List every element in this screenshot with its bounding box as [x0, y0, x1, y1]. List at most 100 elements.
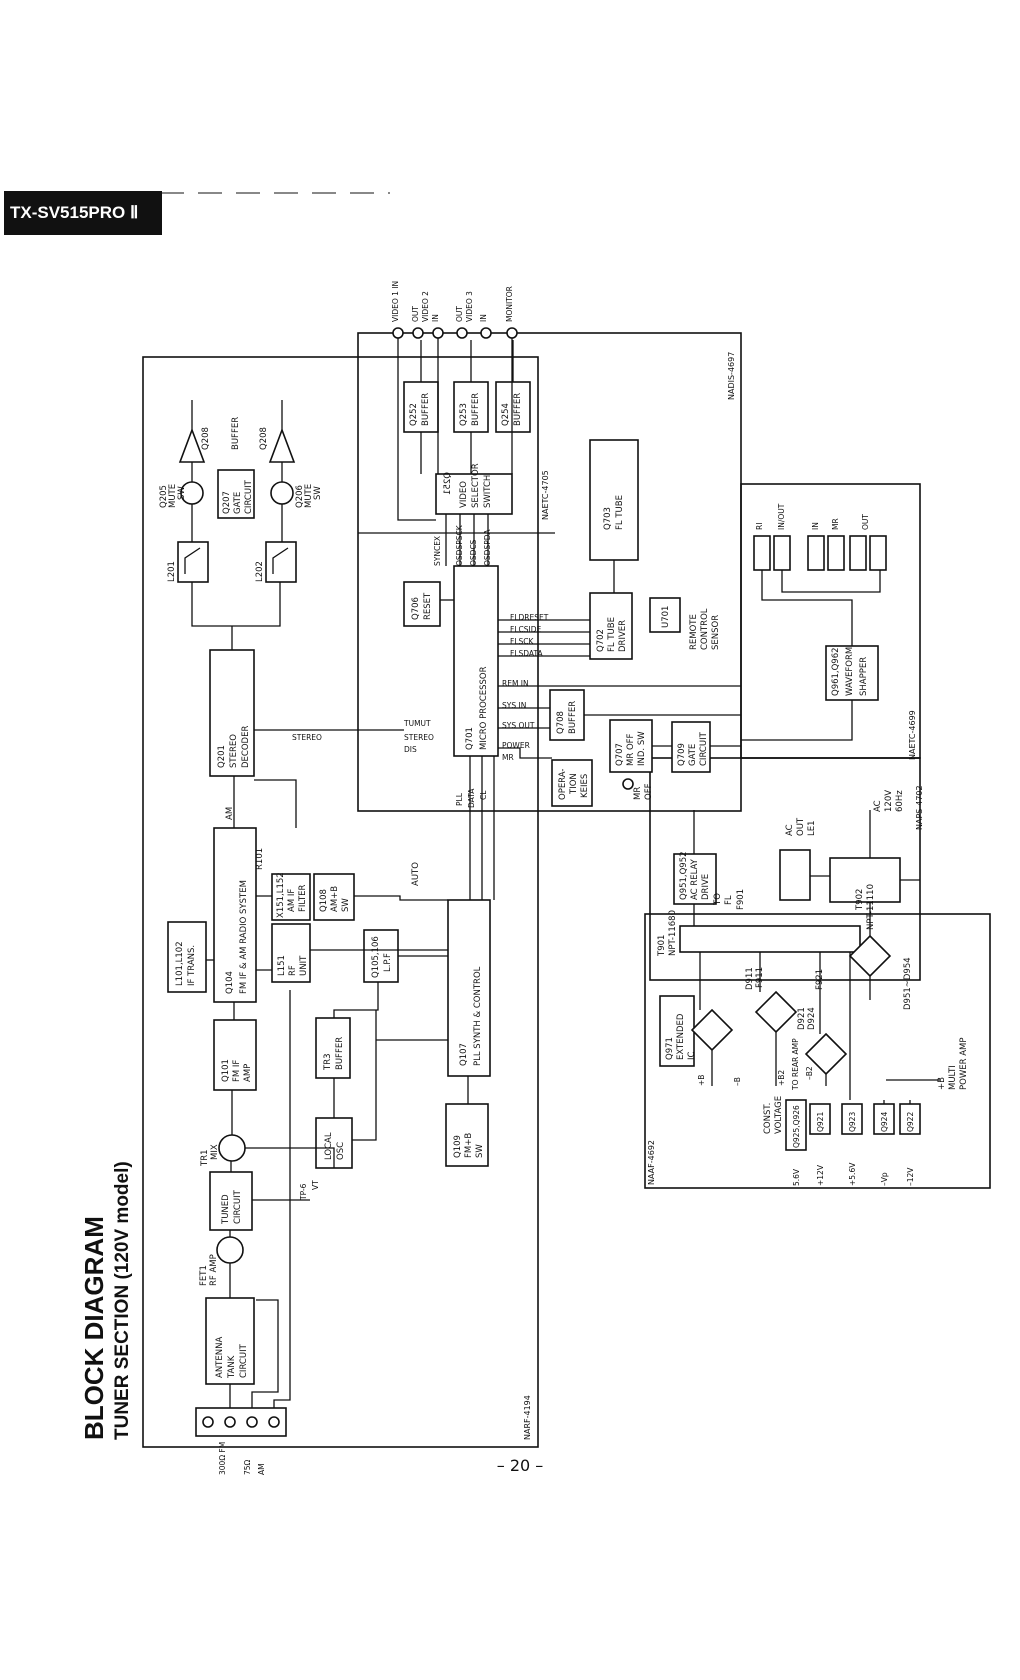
left-signal-labels: TUMUT STEREO DIS STEREO: [292, 719, 434, 754]
svg-text:TANK: TANK: [227, 1355, 237, 1379]
q207-gate-circuit-block: [217, 469, 255, 519]
svg-text:Q702: Q702: [596, 629, 606, 652]
board-naaf-frame: [644, 913, 991, 1189]
svg-text:TUMUT: TUMUT: [403, 719, 431, 728]
svg-text:FL TUBE: FL TUBE: [607, 617, 617, 652]
board-naps-frame: [649, 757, 921, 981]
u701-remote-sensor-block: [649, 597, 681, 633]
svg-text:POWER: POWER: [502, 741, 530, 750]
svg-text:MIX: MIX: [210, 1144, 220, 1160]
svg-text:TR1: TR1: [200, 1149, 210, 1167]
svg-text:–12V: –12V: [906, 1167, 915, 1186]
svg-text:+B2: +B2: [777, 1070, 786, 1086]
io-signal-labels: REM IN SYS IN SYS OUT POWER MR: [502, 679, 535, 762]
t901-transformer: [679, 925, 861, 953]
svg-text:OFF: OFF: [644, 783, 654, 800]
svg-text:IN: IN: [479, 314, 488, 322]
svg-text:DATA: DATA: [467, 788, 476, 808]
x151-am-if-filter-block: [271, 873, 311, 921]
svg-text:Q252: Q252: [409, 403, 419, 426]
svg-text:OUT: OUT: [796, 817, 806, 836]
svg-text:FM IF & AM RADIO SYSTEM: FM IF & AM RADIO SYSTEM: [239, 880, 249, 994]
svg-text:CONTROL: CONTROL: [700, 608, 710, 650]
power-rail-labels: +B –B +B2 –B2 TO REAR AMP: [697, 1038, 814, 1091]
svg-text:MUTE: MUTE: [168, 484, 178, 508]
svg-text:PLL: PLL: [455, 792, 464, 806]
svg-text:T902: T902: [855, 889, 865, 911]
board-label-naetc-4699: NAETC-4699: [908, 710, 917, 760]
svg-text:MICRO PROCESSOR: MICRO PROCESSOR: [479, 666, 489, 750]
osd-signal-labels: SYNCEX OSDSPSCK OSDCS OSDSPDA: [433, 524, 492, 566]
svg-text:D924: D924: [807, 1007, 817, 1030]
svg-text:Q201: Q201: [217, 745, 227, 768]
svg-text:GATE: GATE: [688, 744, 698, 766]
svg-text:NPT-11680: NPT-11680: [668, 910, 678, 956]
svg-text:REM IN: REM IN: [502, 679, 529, 688]
terminal-75: 75Ω: [243, 1459, 252, 1475]
svg-text:T901: T901: [657, 935, 667, 957]
svg-text:Q951,Q952: Q951,Q952: [679, 851, 689, 900]
board-label-naaf: NAAF-4692: [647, 1140, 656, 1185]
svg-text:Q108: Q108: [319, 889, 329, 912]
svg-text:DIS: DIS: [404, 745, 417, 754]
svg-text:RESET: RESET: [423, 592, 433, 620]
rear-panel-jacks: RI IN/OUT IN MR OUT: [753, 503, 887, 571]
svg-text:SENSOR: SENSOR: [711, 615, 721, 650]
svg-text:EXTENDED: EXTENDED: [676, 1013, 686, 1060]
terminal-am: AM: [257, 1463, 266, 1475]
q208-amp-b: [268, 427, 296, 463]
ac-outlet: [779, 849, 811, 901]
svg-text:VIDEO: VIDEO: [459, 481, 469, 508]
svg-text:Q924: Q924: [880, 1112, 889, 1132]
svg-text:Q205: Q205: [159, 485, 169, 508]
diagram-subtitle: TUNER SECTION (120V model): [112, 1161, 133, 1440]
l151-rf-unit-block: [271, 923, 311, 983]
svg-text:Q107: Q107: [459, 1043, 469, 1066]
svg-text:OUT: OUT: [411, 306, 420, 322]
svg-text:SYNCEX: SYNCEX: [433, 536, 442, 566]
svg-text:FL TUBE: FL TUBE: [615, 495, 625, 530]
svg-text:CIRCUIT: CIRCUIT: [699, 731, 709, 766]
q253-buffer-block: [453, 381, 489, 433]
svg-text:Q208: Q208: [201, 427, 211, 450]
svg-text:NADIS-4697: NADIS-4697: [727, 352, 736, 400]
svg-text:AM+B: AM+B: [330, 886, 340, 912]
q104-if-am-system-block: [213, 827, 257, 1003]
svg-text:CIRCUIT: CIRCUIT: [239, 1343, 249, 1378]
t902-transformer: [829, 857, 901, 903]
svg-text:+B: +B: [697, 1075, 706, 1086]
svg-text:OPERA-: OPERA-: [558, 769, 568, 800]
svg-text:Q971: Q971: [665, 1037, 675, 1060]
svg-text:PLL SYNTH & CONTROL: PLL SYNTH & CONTROL: [473, 966, 483, 1066]
rectifier-b: [690, 1008, 734, 1052]
model-label: TX-SV515PRO Ⅱ: [4, 191, 162, 235]
q703-fl-tube-block: [589, 439, 639, 561]
svg-text:120V: 120V: [884, 790, 894, 812]
q254-buffer-block: [495, 381, 531, 433]
svg-text:L.P.F: L.P.F: [383, 953, 393, 972]
svg-text:CIRCUIT: CIRCUIT: [244, 479, 254, 514]
svg-text:BUFFER: BUFFER: [335, 1037, 345, 1070]
svg-text:Q922: Q922: [906, 1112, 915, 1132]
svg-text:CONST.: CONST.: [763, 1103, 773, 1134]
svg-text:NAAF-4692: NAAF-4692: [647, 1140, 656, 1185]
svg-text:AM: AM: [257, 1463, 266, 1475]
svg-text:MR OFF: MR OFF: [626, 733, 636, 766]
svg-text:TO REAR AMP: TO REAR AMP: [791, 1038, 800, 1091]
svg-text:L201: L201: [167, 561, 177, 582]
svg-text:CL: CL: [479, 790, 488, 800]
tr1-mix-symbol: [218, 1134, 246, 1162]
svg-text:TUNED: TUNED: [221, 1194, 231, 1225]
svg-text:SWITCH: SWITCH: [483, 475, 493, 508]
svg-text:NAETC-4705: NAETC-4705: [541, 470, 550, 520]
svg-text:FLCSIDE: FLCSIDE: [510, 625, 541, 634]
svg-text:VOLTAGE: VOLTAGE: [774, 1096, 784, 1134]
svg-text:–B2: –B2: [805, 1066, 814, 1080]
svg-text:LOCAL: LOCAL: [324, 1132, 334, 1160]
svg-text:FLSCK: FLSCK: [510, 637, 534, 646]
svg-text:VT: VT: [311, 1180, 320, 1190]
svg-text:IN/OUT: IN/OUT: [777, 503, 786, 530]
q206-mute-sw-symbol: [270, 481, 294, 505]
svg-text:KEIES: KEIES: [580, 774, 590, 798]
